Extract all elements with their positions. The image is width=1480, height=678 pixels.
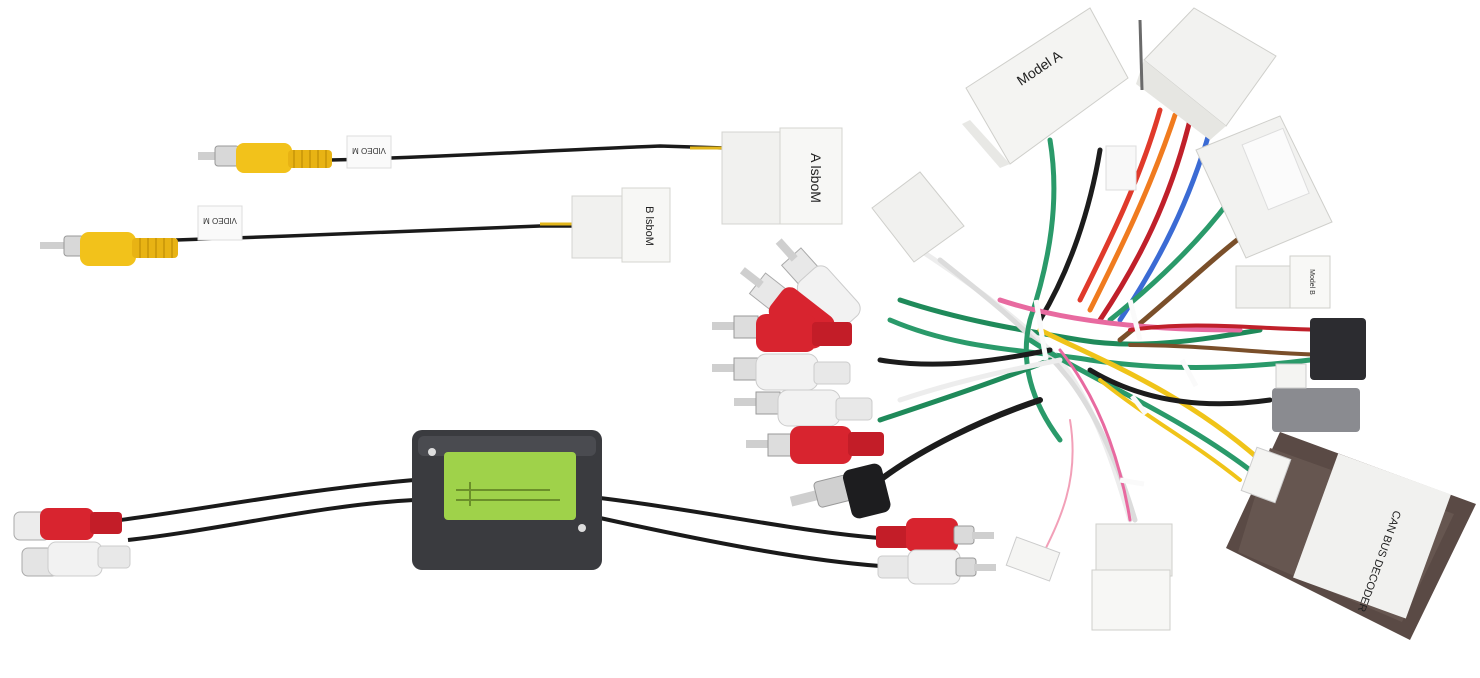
video-cable-2: VIDEO M B lsboM <box>40 187 671 266</box>
rca-yellow-boot <box>132 238 178 258</box>
rca-white-male <box>877 555 913 579</box>
filter-label <box>444 452 576 520</box>
connector-right-labeled <box>1195 115 1333 259</box>
rca-yellow-body <box>80 232 136 266</box>
connector-black <box>1310 318 1366 380</box>
connector-top-right <box>1136 7 1277 140</box>
connector-model-a-mirrored: A lsboM <box>721 127 843 225</box>
can-bus-decoder: CAN BUS DECODER <box>1226 432 1476 640</box>
rca-cluster <box>712 238 891 519</box>
rca-collar <box>214 145 240 167</box>
video-tag-1-text: VIDEO M <box>352 146 386 155</box>
video-tag-2-text: VIDEO M <box>203 216 237 225</box>
connector-model-b-mirrored-text: B lsboM <box>643 206 655 246</box>
video-cable-1: VIDEO M A lsboM <box>198 127 843 225</box>
rca-metal-tip <box>198 152 218 160</box>
rca-yellow-body <box>236 143 292 173</box>
connector-model-b-small: Model B <box>1235 255 1331 309</box>
connector-small-white <box>1275 363 1307 389</box>
audio-filter-assembly <box>13 430 996 585</box>
connector-bottom-white <box>1091 523 1173 631</box>
connector-grey <box>1272 388 1360 432</box>
harness-tag <box>1105 145 1137 191</box>
connector-left-white <box>871 171 965 263</box>
video-tag-1: VIDEO M <box>346 135 392 169</box>
video-tag-2: VIDEO M <box>197 205 243 241</box>
connector-pink-lead <box>1005 536 1061 582</box>
connector-model-b-mirrored: B lsboM <box>571 187 671 263</box>
antenna-wire <box>1138 19 1144 91</box>
rca-red-male <box>876 526 910 548</box>
main-harness: Model A Model B <box>712 7 1476 640</box>
connector-model-a: Model A <box>962 7 1129 168</box>
connector-model-a-mirrored-text: A lsboM <box>808 153 824 203</box>
rca-metal-tip <box>40 242 68 249</box>
connector-model-b-small-text: Model B <box>1308 269 1315 295</box>
